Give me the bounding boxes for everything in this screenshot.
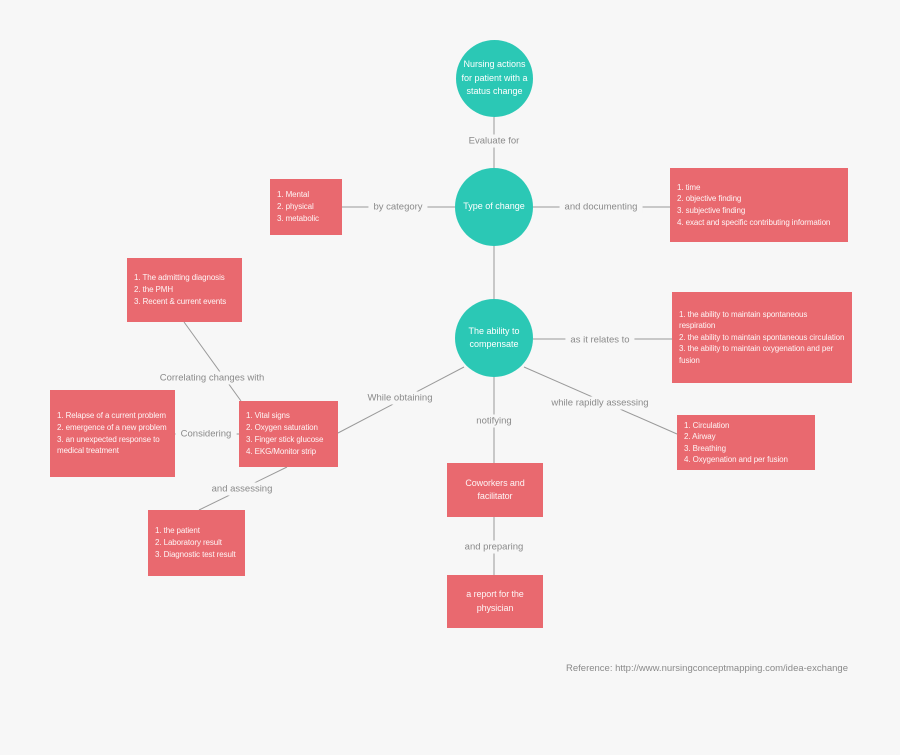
box-ability-to-maintain-text: 1. the ability to maintain spontaneous r… bbox=[679, 309, 845, 365]
box-admitting-diagnosis: 1. The admitting diagnosis 2. the PMH 3.… bbox=[127, 258, 242, 322]
edge-label-as-it-relates-to: as it relates to bbox=[565, 333, 635, 347]
edge-label-notifying: notifying bbox=[471, 414, 517, 428]
node-ability-to-compensate-label: The ability to compensate bbox=[468, 325, 520, 350]
box-relapse-problems: 1. Relapse of a current problem 2. emerg… bbox=[50, 390, 175, 477]
box-coworkers-facilitator-text: Coworkers and facilitator bbox=[465, 477, 525, 502]
box-admitting-diagnosis-text: 1. The admitting diagnosis 2. the PMH 3.… bbox=[134, 273, 227, 306]
edge-admitting-vitals bbox=[183, 321, 242, 402]
node-type-of-change: Type of change bbox=[455, 168, 533, 246]
edge-label-considering: Considering bbox=[175, 427, 237, 441]
box-ability-to-maintain: 1. the ability to maintain spontaneous r… bbox=[672, 292, 852, 383]
box-report-for-physician: a report for the physician bbox=[447, 575, 543, 628]
node-type-of-change-label: Type of change bbox=[463, 201, 525, 212]
box-patient-results: 1. the patient 2. Laboratory result 3. D… bbox=[148, 510, 245, 576]
box-mental-physical-metabolic-text: 1. Mental 2. physical 3. metabolic bbox=[277, 190, 319, 223]
box-relapse-problems-text: 1. Relapse of a current problem 2. emerg… bbox=[57, 411, 167, 456]
box-circulation-airway-text: 1. Circulation 2. Airway 3. Breathing 4.… bbox=[684, 421, 788, 464]
edge-label-and-documenting: and documenting bbox=[559, 200, 643, 214]
box-circulation-airway: 1. Circulation 2. Airway 3. Breathing 4.… bbox=[677, 415, 815, 470]
edge-label-correlating-changes-with: Correlating changes with bbox=[154, 371, 270, 385]
node-nursing-actions-label: Nursing actions for patient with a statu… bbox=[461, 59, 528, 97]
edge-label-while-obtaining: While obtaining bbox=[362, 391, 438, 405]
box-documenting-items: 1. time 2. objective finding 3. subjecti… bbox=[670, 168, 848, 242]
edge-label-and-assessing: and assessing bbox=[206, 482, 278, 496]
edge-label-by-category: by category bbox=[368, 200, 428, 214]
box-mental-physical-metabolic: 1. Mental 2. physical 3. metabolic bbox=[270, 179, 342, 235]
box-coworkers-facilitator: Coworkers and facilitator bbox=[447, 463, 543, 517]
box-report-for-physician-text: a report for the physician bbox=[466, 589, 524, 613]
box-vital-signs: 1. Vital signs 2. Oxygen saturation 3. F… bbox=[239, 401, 338, 467]
node-nursing-actions: Nursing actions for patient with a statu… bbox=[456, 40, 533, 117]
box-vital-signs-text: 1. Vital signs 2. Oxygen saturation 3. F… bbox=[246, 411, 324, 456]
node-ability-to-compensate: The ability to compensate bbox=[455, 299, 533, 377]
edge-label-evaluate-for: Evaluate for bbox=[463, 134, 525, 148]
box-documenting-items-text: 1. time 2. objective finding 3. subjecti… bbox=[677, 182, 831, 227]
box-patient-results-text: 1. the patient 2. Laboratory result 3. D… bbox=[155, 526, 236, 559]
reference-text: Reference: http://www.nursingconceptmapp… bbox=[566, 663, 848, 674]
edge-label-and-preparing: and preparing bbox=[459, 540, 529, 554]
edge-label-while-rapidly-assessing: while rapidly assessing bbox=[546, 396, 654, 410]
